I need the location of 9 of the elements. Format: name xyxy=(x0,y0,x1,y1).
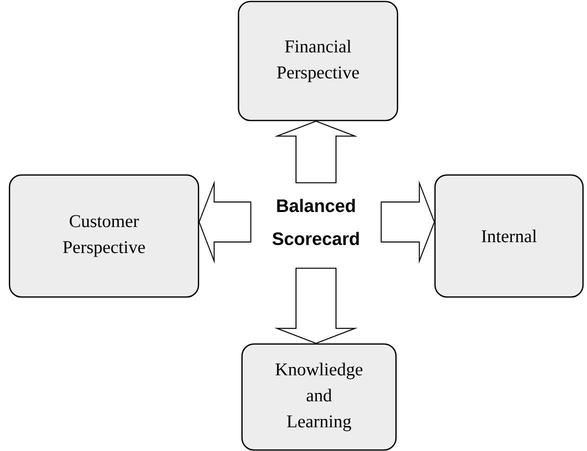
block-arrow xyxy=(380,180,435,264)
rounded-box: Knowliedge and Learning xyxy=(241,343,397,451)
rounded-box: Financial Perspective xyxy=(238,0,398,122)
rounded-box: Customer Perspective xyxy=(8,174,200,298)
block-arrow xyxy=(274,120,358,184)
center-label: Balanced Scorecard xyxy=(272,198,359,246)
block-arrow xyxy=(274,268,358,344)
block-arrow xyxy=(198,180,252,264)
rounded-box: Internal xyxy=(434,174,584,298)
